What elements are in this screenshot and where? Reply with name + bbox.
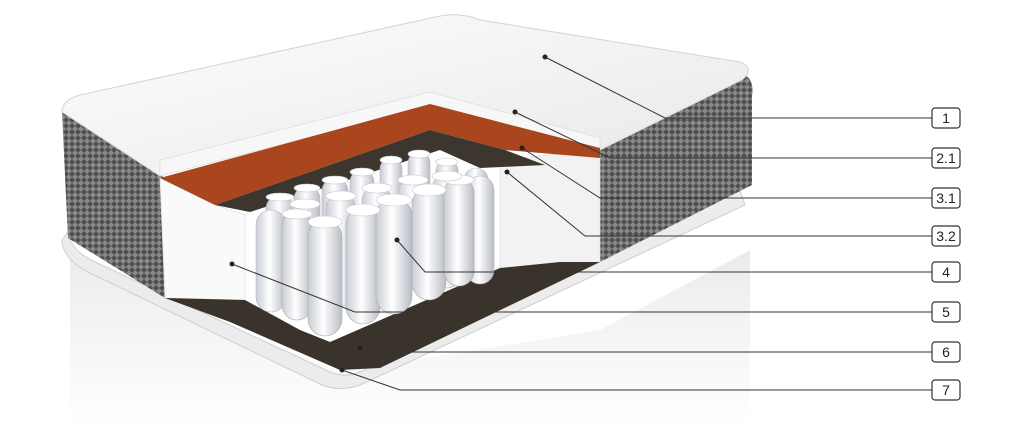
callout-label: 4 [942,264,950,280]
mattress-body [61,14,753,389]
floor-reflection [70,250,750,425]
callout-label: 3.2 [936,228,956,244]
callout-label: 6 [942,344,950,360]
pocket-springs [255,149,495,337]
bottom-felt-layer [165,262,600,370]
coir-layer [160,104,600,205]
callout-label: 5 [942,304,950,320]
callout-label: 2.1 [936,150,956,166]
right-knit-side [600,72,753,262]
bottom-cover-edge [61,189,746,389]
callout-1: 1 [931,107,961,129]
callout-2-1: 2.1 [931,147,961,169]
cutout-interior [159,104,601,370]
left-knit-side [62,112,165,298]
callout-label: 1 [942,110,950,126]
callout-7: 7 [931,379,961,401]
callout-3-2: 3.2 [931,225,961,247]
callout-5: 5 [931,301,961,323]
callout-3-1: 3.1 [931,187,961,209]
callout-label: 7 [942,382,950,398]
leader-lines [229,54,932,391]
callout-label: 3.1 [936,190,956,206]
callout-6: 6 [931,341,961,363]
foam-frame [159,177,246,301]
callout-4: 4 [931,261,961,283]
